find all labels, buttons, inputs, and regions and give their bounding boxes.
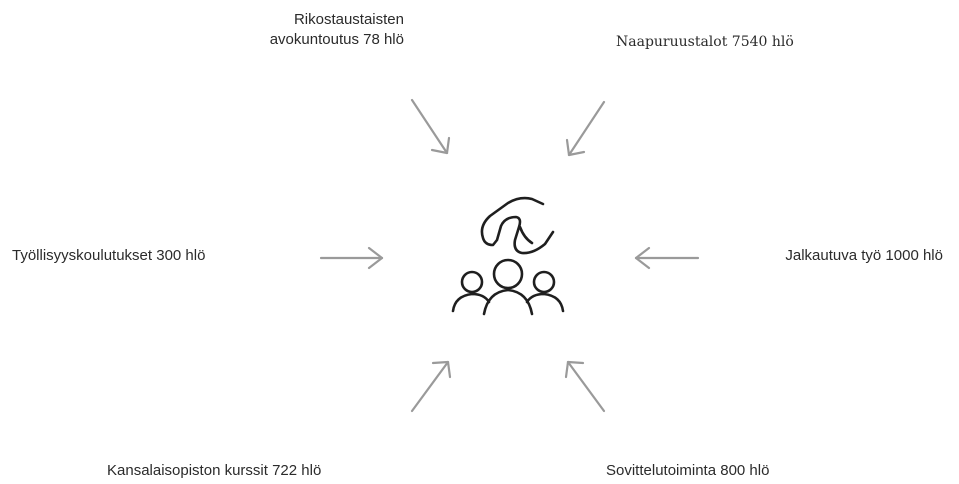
label-sovittelutoiminta: Sovittelutoiminta 800 hlö: [606, 462, 770, 479]
arrow-top-right: [565, 100, 606, 157]
label-top-left-line2: avokuntoutus 78 hlö: [269, 31, 404, 48]
label-kansalaisopiston-kurssit: Kansalaisopiston kurssit 722 hlö: [107, 462, 322, 479]
label-rikostaustaisten-avokuntoutus: Rikostaustaisten avokuntoutus 78 hlö: [270, 10, 404, 50]
label-top-left-line1: Rikostaustaisten: [293, 11, 404, 28]
hand-over-group-icon: [451, 196, 565, 316]
label-jalkautuva-tyo: Jalkautuva työ 1000 hlö: [785, 247, 943, 264]
arrow-bottom-left: [410, 360, 452, 413]
arrow-bottom-right: [564, 360, 606, 413]
arrow-right: [634, 246, 700, 270]
label-tyollisyyskoulutukset: Työllisyyskoulutukset 300 hlö: [12, 247, 206, 264]
arrow-left: [319, 246, 384, 270]
arrow-top-left: [410, 98, 451, 155]
label-naapuruustalot: Naapuruustalot 7540 hlö: [616, 34, 794, 50]
